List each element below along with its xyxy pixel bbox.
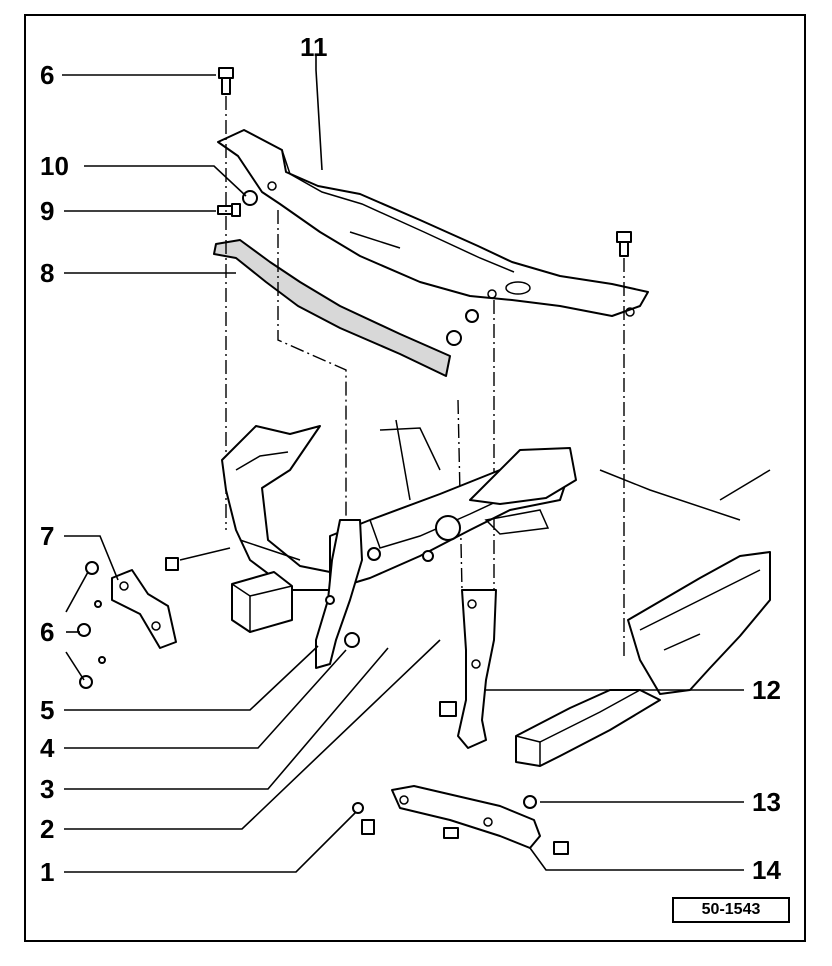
callout-7: 7 <box>40 521 54 551</box>
callout-9: 9 <box>40 196 54 226</box>
left-pillar-bracket <box>315 519 363 669</box>
callouts: 6 11 10 9 8 7 6 5 4 3 2 1 12 13 14 <box>40 32 781 887</box>
left-support-bracket-7 <box>77 547 231 689</box>
leader-lines <box>62 56 744 873</box>
callout-5: 5 <box>40 695 54 725</box>
callout-2: 2 <box>40 814 54 844</box>
bolt-center <box>446 309 479 346</box>
callout-11: 11 <box>300 32 328 62</box>
left-body-structure <box>221 425 331 633</box>
trim-strip <box>213 239 451 377</box>
figure-reference-number: 50-1543 <box>672 897 790 923</box>
bolt-9 <box>217 203 241 217</box>
callout-6-top: 6 <box>40 60 54 90</box>
callout-10: 10 <box>40 151 69 181</box>
callout-4: 4 <box>40 733 55 763</box>
callout-8: 8 <box>40 258 54 288</box>
central-rail <box>329 419 577 591</box>
right-bracket-12 <box>439 589 497 749</box>
upper-cross-member <box>217 129 649 317</box>
callout-6-left: 6 <box>40 617 54 647</box>
nut-10 <box>242 190 258 206</box>
callout-1: 1 <box>40 857 54 887</box>
callout-3: 3 <box>40 774 54 804</box>
callout-13: 13 <box>752 787 781 817</box>
lower-bracket-14 <box>352 785 569 855</box>
diagram-frame <box>24 14 806 942</box>
right-body-structure <box>515 469 771 767</box>
callout-12: 12 <box>752 675 781 705</box>
callout-14: 14 <box>752 855 781 885</box>
bolt-right-top <box>616 231 632 257</box>
bolt-6-top <box>218 67 234 95</box>
